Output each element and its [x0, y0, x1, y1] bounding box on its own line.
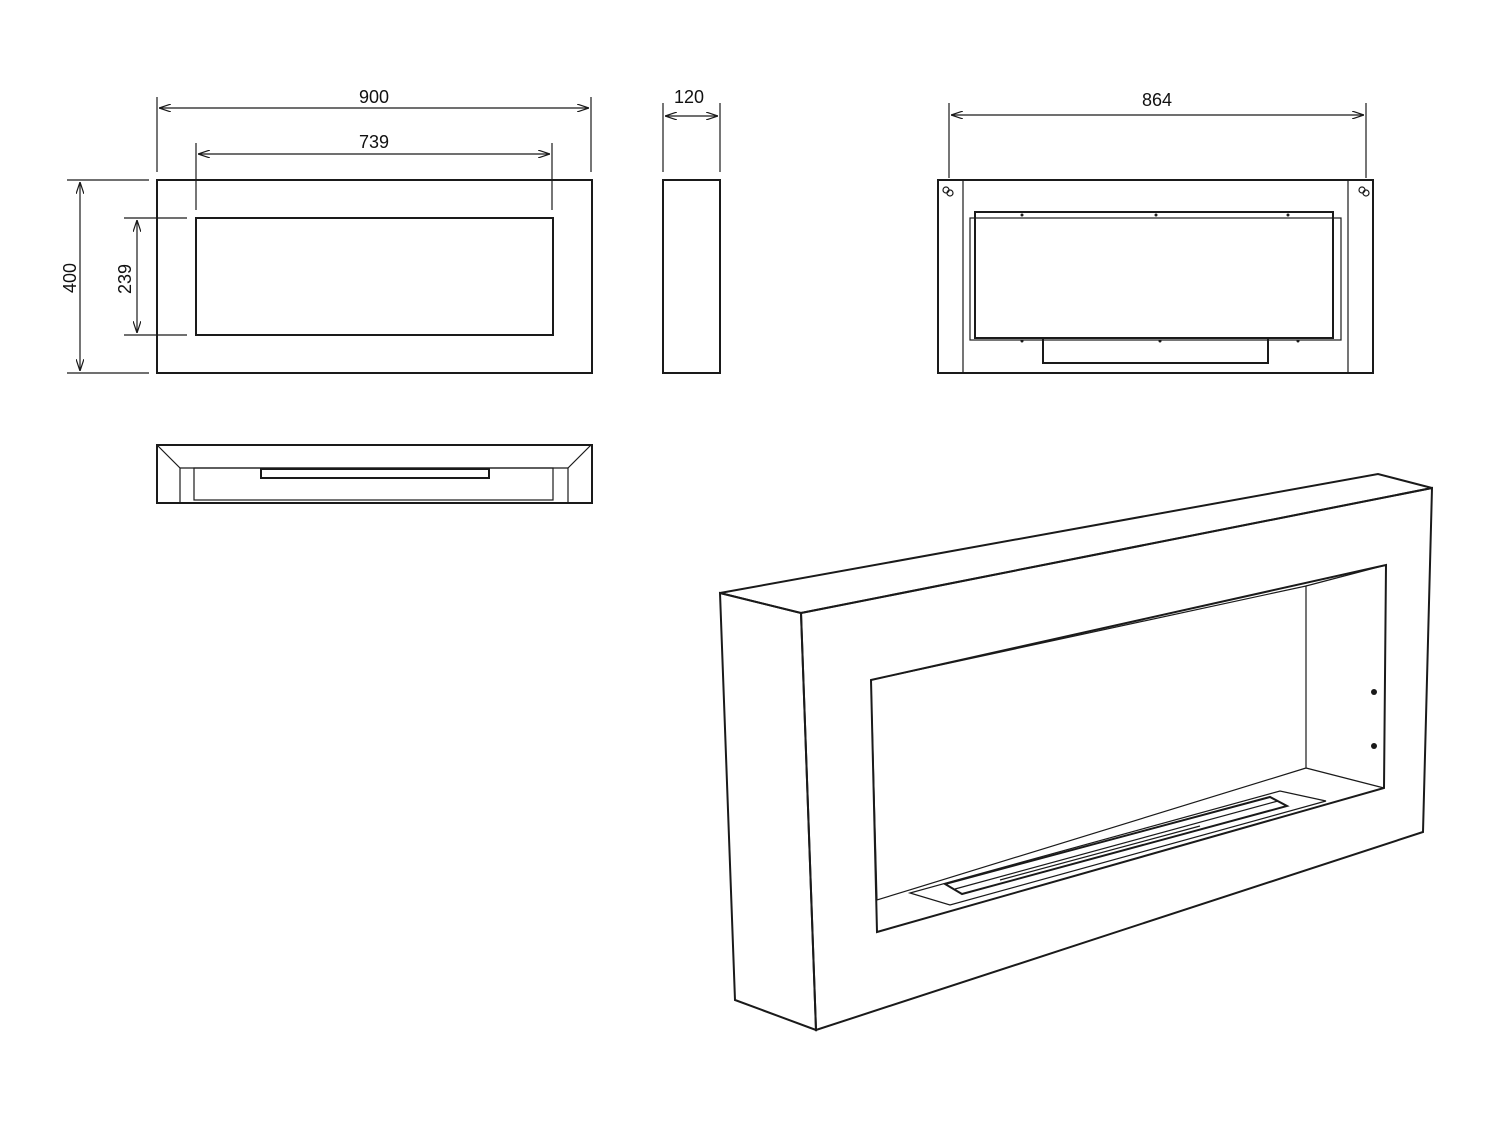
- front-outer-frame: [156, 179, 593, 374]
- back-lower-tray: [1042, 337, 1269, 364]
- iso-left-face: [718, 591, 818, 1032]
- back-view: [937, 179, 1374, 374]
- fastener-dot: [1154, 213, 1158, 217]
- mounting-hole-icon: [1362, 189, 1370, 197]
- side-view: [662, 179, 721, 374]
- iso-opening: [869, 563, 1388, 934]
- iso-burner: [942, 795, 1290, 896]
- iso-top-face: [719, 472, 1433, 615]
- top-inner-recess: [193, 467, 554, 501]
- dimension-width-900: 900: [156, 87, 592, 172]
- front-view: [156, 179, 593, 374]
- iso-burner-slot: [999, 825, 1201, 881]
- dimension-label-400: 400: [60, 263, 80, 293]
- dimension-label-739: 739: [359, 132, 389, 152]
- bevel-line: [567, 444, 592, 469]
- dimension-label-239: 239: [115, 264, 135, 294]
- bevel-line: [156, 444, 181, 469]
- mounting-hole-icon: [946, 189, 954, 197]
- fastener-dot: [1371, 689, 1377, 695]
- front-opening: [195, 217, 554, 336]
- dimension-height-400: 400: [60, 179, 149, 374]
- iso-inner-edge: [1305, 767, 1385, 789]
- iso-front-face: [799, 486, 1434, 1032]
- dimension-label-900: 900: [359, 87, 389, 107]
- iso-inner-edge: [1305, 564, 1387, 587]
- fastener-dot: [1158, 339, 1162, 343]
- iso-burner-slot: [954, 800, 1279, 890]
- top-outline: [156, 444, 593, 504]
- burner-top: [260, 468, 490, 479]
- back-panel-plate: [969, 217, 1342, 341]
- isometric-view: [718, 472, 1434, 1032]
- dimension-width-864: 864: [948, 90, 1367, 178]
- top-view: [156, 444, 593, 504]
- dimension-depth-120: 120: [662, 87, 721, 172]
- fastener-dot: [1020, 339, 1024, 343]
- fastener-dot: [1286, 213, 1290, 217]
- fastener-dot: [1371, 743, 1377, 749]
- iso-burner-tray: [907, 790, 1327, 906]
- dimension-label-120: 120: [674, 87, 704, 107]
- back-panel-box: [974, 211, 1334, 339]
- dimension-width-739: 739: [195, 132, 553, 210]
- side-profile: [662, 179, 721, 374]
- dimension-height-239: 239: [115, 217, 187, 336]
- fastener-dot: [1020, 213, 1024, 217]
- back-outer-frame: [937, 179, 1374, 374]
- dimension-label-864: 864: [1142, 90, 1172, 110]
- fastener-dot: [1296, 339, 1300, 343]
